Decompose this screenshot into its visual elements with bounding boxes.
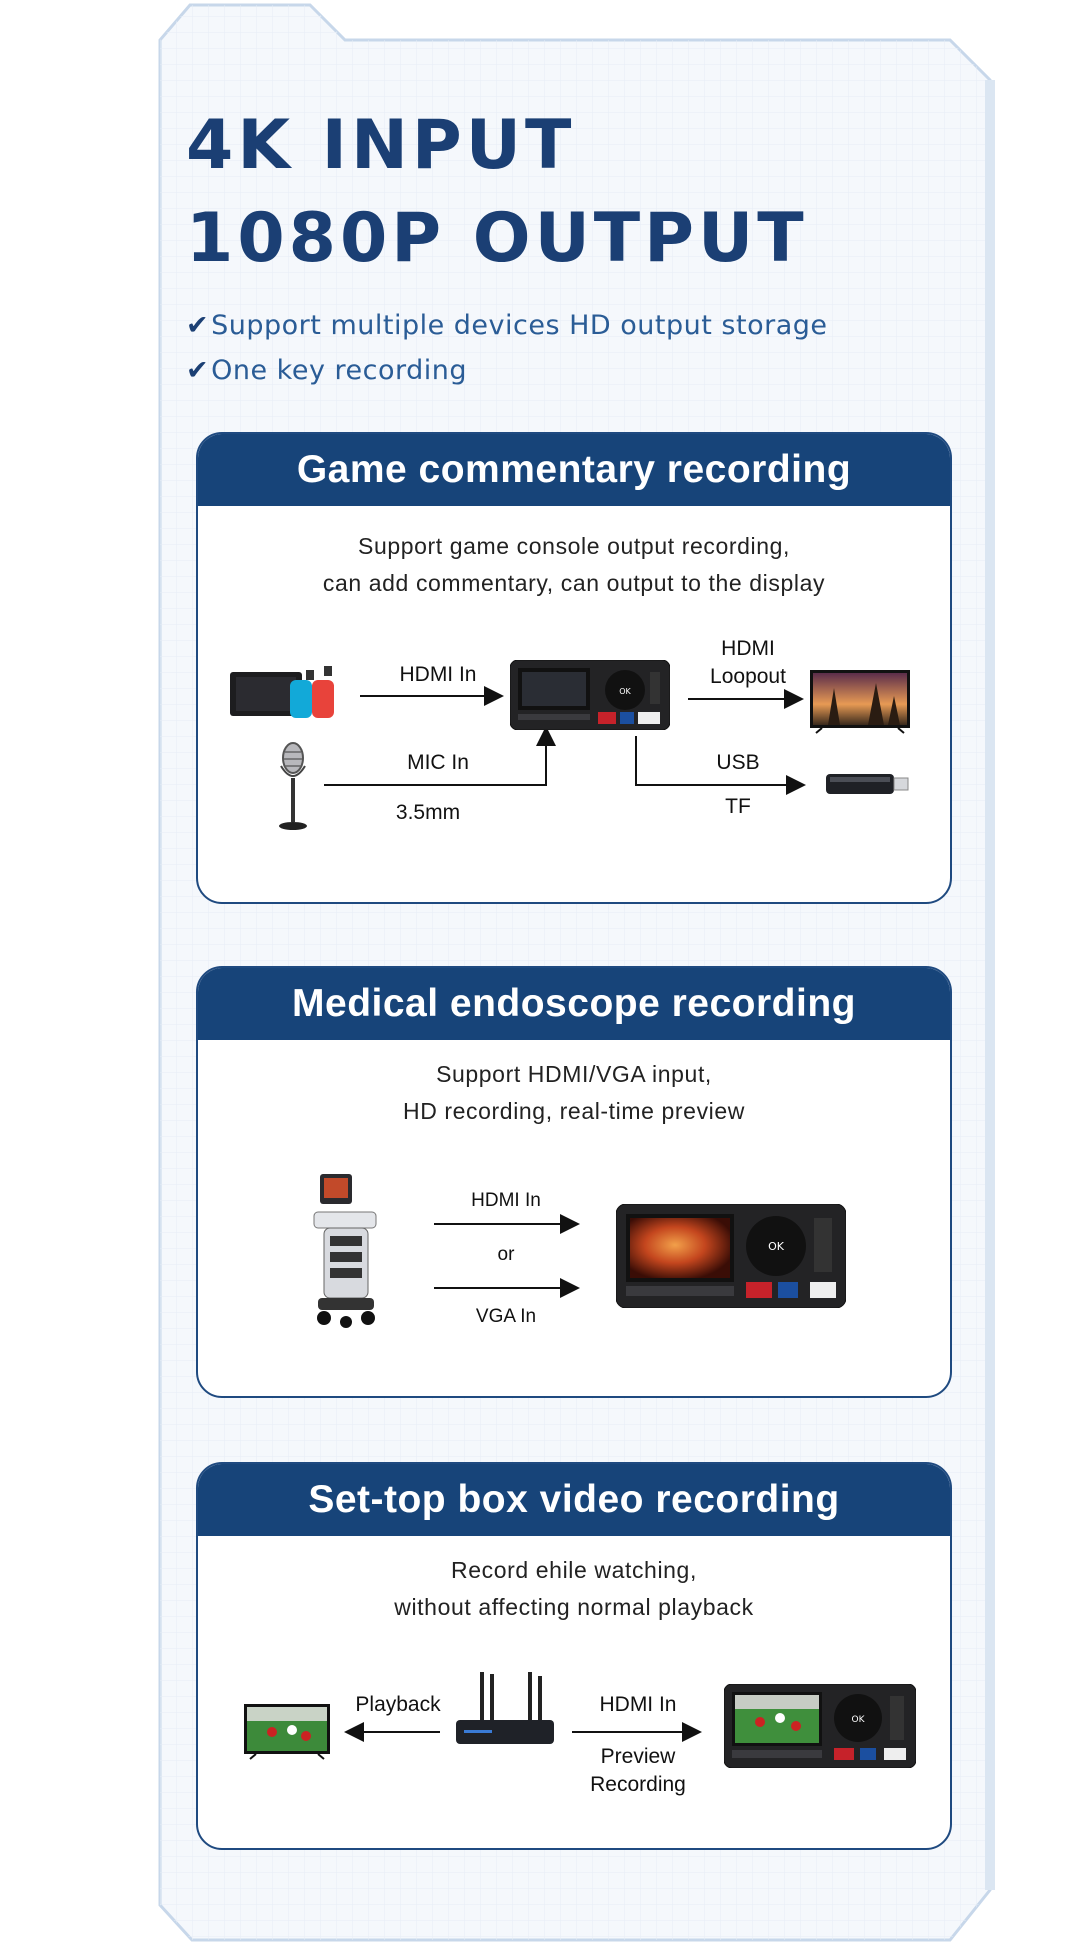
card-title: Game commentary recording: [198, 434, 950, 506]
card-desc-line1: Record ehile watching,: [451, 1557, 697, 1583]
usb-drive-icon: [826, 774, 909, 794]
label-hdmi: HDMI: [721, 637, 775, 660]
card-desc-line2: HD recording, real-time preview: [403, 1098, 745, 1124]
card1-arrows: [324, 686, 806, 795]
ok-label: OK: [619, 687, 631, 696]
label-hdmi-in: HDMI In: [471, 1190, 541, 1211]
hero-title-line1: 4K INPUT: [186, 106, 576, 185]
feature-text: Support multiple devices HD output stora…: [211, 310, 828, 341]
svg-text:OK: OK: [852, 1715, 866, 1725]
microphone-icon: [279, 742, 307, 830]
card-set-top-box: Set-top box video recording Record ehile…: [196, 1462, 952, 1850]
check-icon: ✔: [186, 355, 210, 386]
card3-arrows: [344, 1722, 702, 1742]
tv-icon: [244, 1704, 330, 1760]
label-vga-in: VGA In: [475, 1306, 537, 1327]
card-medical-endoscope: Medical endoscope recording Support HDMI…: [196, 966, 952, 1398]
label-3-5mm: 3.5mm: [395, 801, 461, 824]
card-game-commentary: Game commentary recording Support game c…: [196, 432, 952, 904]
hero-title-line2: 1080P OUTPUT: [186, 199, 808, 278]
card-desc-line1: Support game console output recording,: [358, 533, 790, 559]
recorder-device-icon: OK: [510, 660, 670, 730]
feature-text: One key recording: [211, 355, 468, 386]
set-top-box-icon: [456, 1672, 554, 1744]
card-title: Medical endoscope recording: [198, 968, 950, 1040]
label-tf: TF: [725, 795, 751, 818]
label-recording: Recording: [590, 1773, 686, 1796]
card-title: Set-top box video recording: [198, 1464, 950, 1536]
label-hdmi-in: HDMI In: [399, 663, 477, 686]
label-hdmi-in: HDMI In: [599, 1693, 677, 1716]
card-desc-line1: Support HDMI/VGA input,: [436, 1061, 712, 1087]
feature-item: ✔Support multiple devices HD output stor…: [186, 312, 828, 339]
card2-arrows: [434, 1214, 580, 1298]
check-icon: ✔: [186, 310, 210, 341]
recorder-device-icon: OK: [616, 1204, 846, 1308]
feature-item: ✔One key recording: [186, 357, 467, 384]
label-preview: Preview: [600, 1745, 676, 1768]
label-mic-in: MIC In: [407, 751, 469, 774]
label-loopout: Loopout: [710, 665, 786, 688]
game-console-icon: [230, 666, 334, 718]
tv-icon: [810, 670, 910, 734]
label-playback: Playback: [355, 1693, 441, 1716]
svg-text:OK: OK: [768, 1240, 785, 1253]
card-desc-line2: without affecting normal playback: [394, 1594, 754, 1620]
recorder-device-icon: OK: [724, 1684, 916, 1768]
label-or: or: [497, 1244, 515, 1265]
ultrasound-machine-icon: [313, 1174, 377, 1328]
card-desc-line2: can add commentary, can output to the di…: [322, 570, 826, 596]
label-usb: USB: [716, 751, 760, 774]
